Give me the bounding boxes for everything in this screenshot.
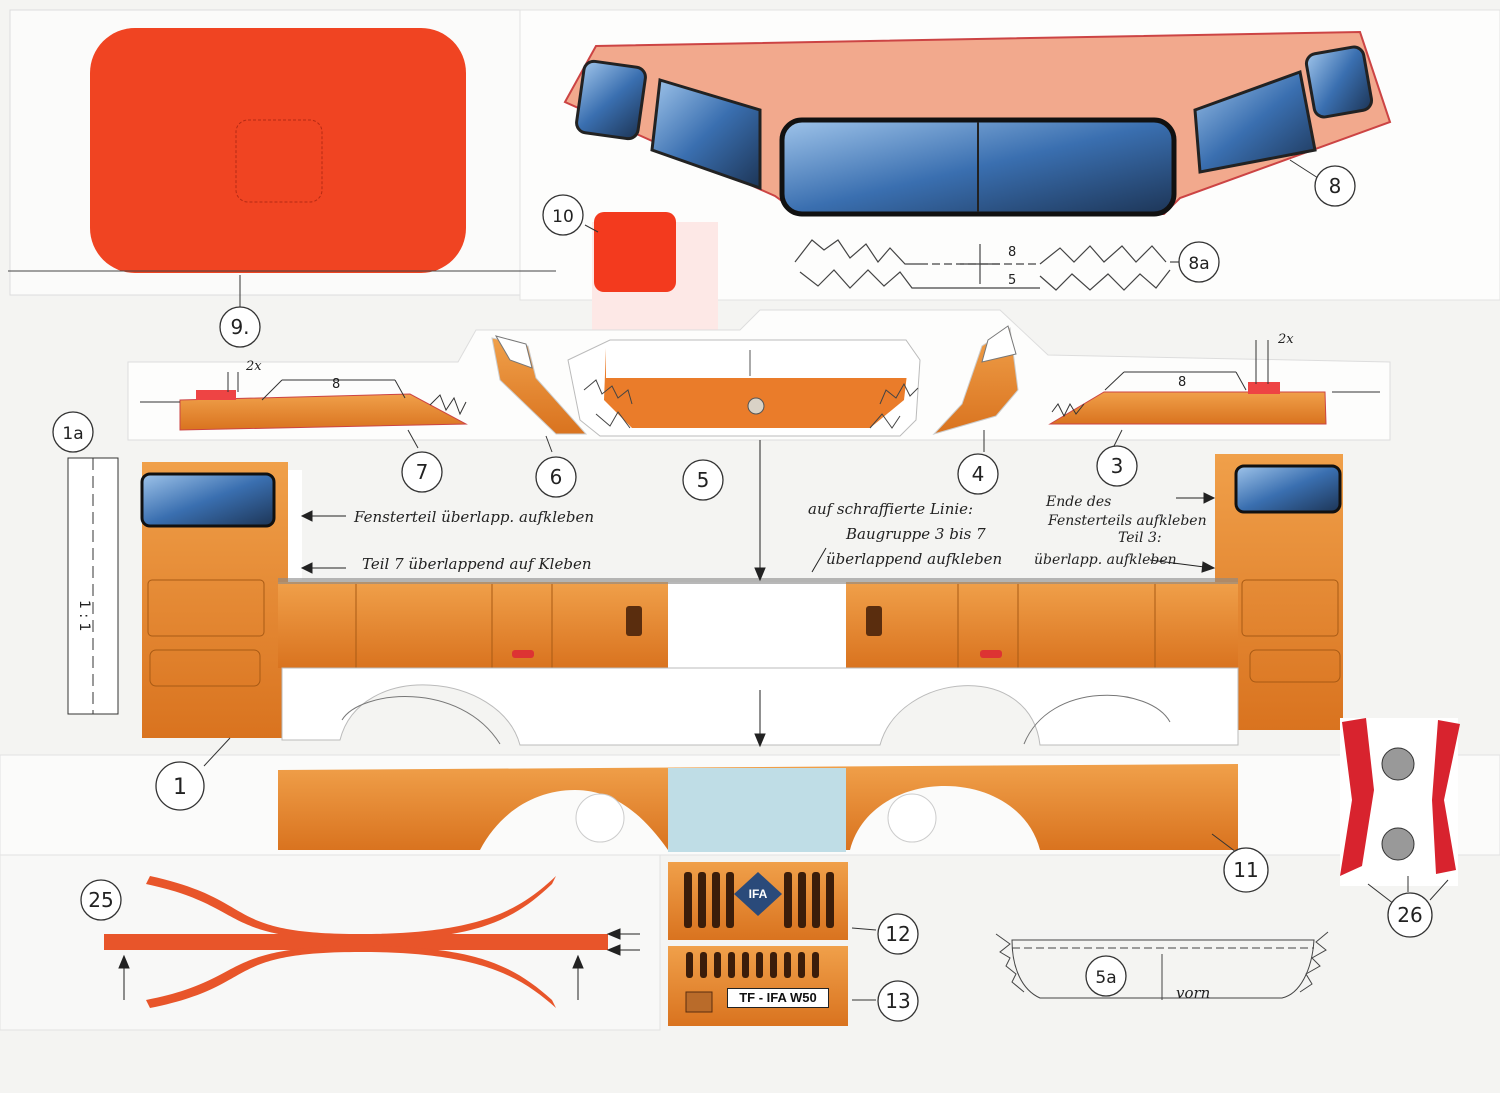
label-part-5a: 5a <box>1095 968 1116 988</box>
part-11-fender-strip <box>278 764 1238 853</box>
dim-8a-bottom: 5 <box>1008 273 1016 288</box>
part-3-right-bumper <box>1048 340 1380 451</box>
note-ende-line2: Fensterteils aufkleben <box>1048 513 1207 529</box>
part-25-curved-strips <box>104 876 640 1008</box>
part-4-right-corner <box>932 325 1019 452</box>
guide-arrows <box>300 440 1216 748</box>
label-part-1: 1 <box>173 775 187 800</box>
dim-8a-top: 8 <box>1008 245 1016 260</box>
label-part-13: 13 <box>885 989 910 1013</box>
note-2x-right: 2x <box>1277 332 1294 347</box>
label-part-6: 6 <box>550 465 563 489</box>
label-part-10: 10 <box>552 207 574 227</box>
label-part-9: 9. <box>230 315 249 339</box>
part-10-small-red-square <box>584 212 718 334</box>
label-part-8: 8 <box>1329 174 1342 198</box>
note-2x-left: 2x <box>245 359 262 374</box>
note-ende-line4: überlapp. aufkleben <box>1034 552 1177 568</box>
part-9-roof-panel <box>8 28 556 312</box>
license-plate: TF - IFA W50 <box>727 988 829 1008</box>
part-7-left-bumper <box>140 372 468 449</box>
part-number-circles <box>52 165 1433 1022</box>
label-part-3: 3 <box>1111 454 1124 478</box>
part-8a-zigzag-strip <box>794 239 1182 291</box>
note-ende-line1: Ende des <box>1046 494 1112 510</box>
label-part-12: 12 <box>885 922 910 946</box>
note-schraffiert-line2: Baugruppe 3 bis 7 <box>846 525 986 543</box>
label-part-11: 11 <box>1233 858 1258 882</box>
label-part-1a: 1a <box>62 424 83 444</box>
part-5-front-apron <box>567 339 921 437</box>
note-teil7: Teil 7 überlappend auf Kleben <box>362 555 592 573</box>
label-part-25: 25 <box>88 888 113 912</box>
label-part-4: 4 <box>972 462 985 486</box>
note-vorn: vorn <box>1176 984 1211 1002</box>
label-part-7: 7 <box>416 460 429 484</box>
dim-8-right: 8 <box>1178 375 1186 390</box>
note-fensterteil: Fensterteil überlapp. aufkleben <box>354 508 595 526</box>
part-8-cab-windows <box>563 30 1392 217</box>
note-schraffiert-line1: auf schraffierte Linie: <box>808 500 974 518</box>
part-12-radiator-grille <box>668 862 877 940</box>
part-1a-strip <box>67 457 119 715</box>
part-26-mirror-brackets <box>1340 718 1460 905</box>
part-5a-outline <box>995 931 1329 1000</box>
part-6-left-corner <box>491 335 588 453</box>
ratio-1a: 1 : 1 <box>76 600 92 631</box>
ifa-badge: IFA <box>748 887 768 901</box>
note-schraffiert-line3: überlappend aufkleben <box>826 550 1003 568</box>
label-part-26: 26 <box>1397 903 1422 927</box>
label-part-8a: 8a <box>1188 254 1209 274</box>
note-ende-line3: Teil 3: <box>1118 530 1162 546</box>
dim-8-left: 8 <box>332 377 340 392</box>
part-13-front-panel <box>668 946 876 1026</box>
label-part-5: 5 <box>697 468 710 492</box>
